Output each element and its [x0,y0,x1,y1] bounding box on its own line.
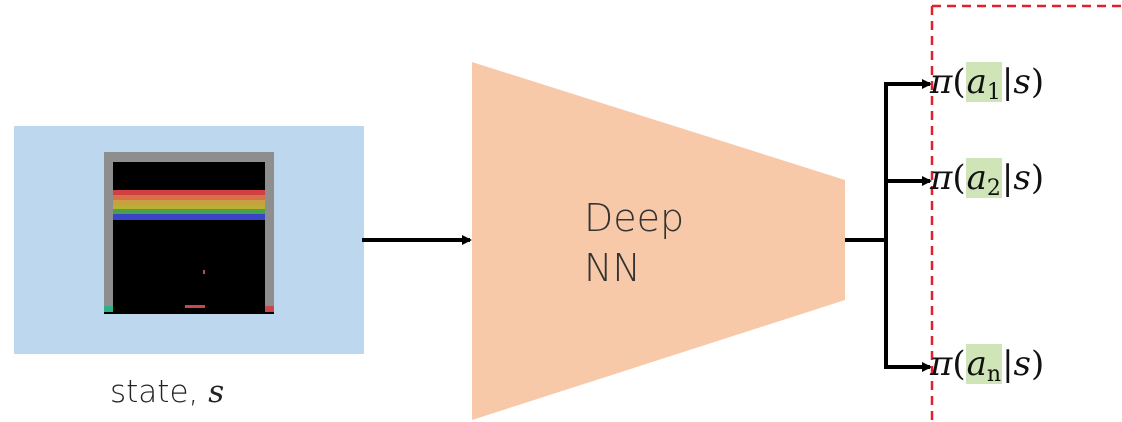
open-paren: ( [952,62,966,102]
policy-output-1: π(a1|s) [930,62,1044,105]
action-highlight: an [965,344,1003,387]
action-subscript: n [986,362,1002,387]
action-highlight: a2 [965,158,1002,201]
network-label: Deep NN [584,193,684,293]
open-paren: ( [952,344,966,384]
network-label-line2: NN [584,246,641,290]
given-bar: | [1001,62,1014,102]
state-label: state, s [110,374,224,410]
pi-symbol: π [930,62,953,102]
state-symbol: s [1013,62,1031,102]
action-subscript: 2 [986,176,1001,201]
network-shape [472,62,845,420]
action-symbol: a [966,158,987,198]
policy-output-n: π(an|s) [930,344,1044,387]
state-symbol: s [1013,158,1031,198]
close-paren: ) [1031,344,1045,384]
close-paren: ) [1030,158,1045,198]
given-bar: | [1002,344,1014,384]
open-paren: ( [952,158,966,198]
pi-symbol: π [930,158,953,198]
network-label-line1: Deep [584,196,685,240]
state-label-text: state, [110,374,209,410]
state-symbol: s [1013,344,1031,384]
pi-symbol: π [930,344,953,384]
action-highlight: a1 [965,62,1002,105]
close-paren: ) [1030,62,1045,102]
given-bar: | [1001,158,1014,198]
breakout-game-icon [104,152,274,314]
state-label-var: s [208,374,225,410]
action-symbol: a [966,344,987,384]
policy-output-2: π(a2|s) [930,158,1044,201]
action-symbol: a [966,62,987,102]
action-subscript: 1 [986,80,1001,105]
